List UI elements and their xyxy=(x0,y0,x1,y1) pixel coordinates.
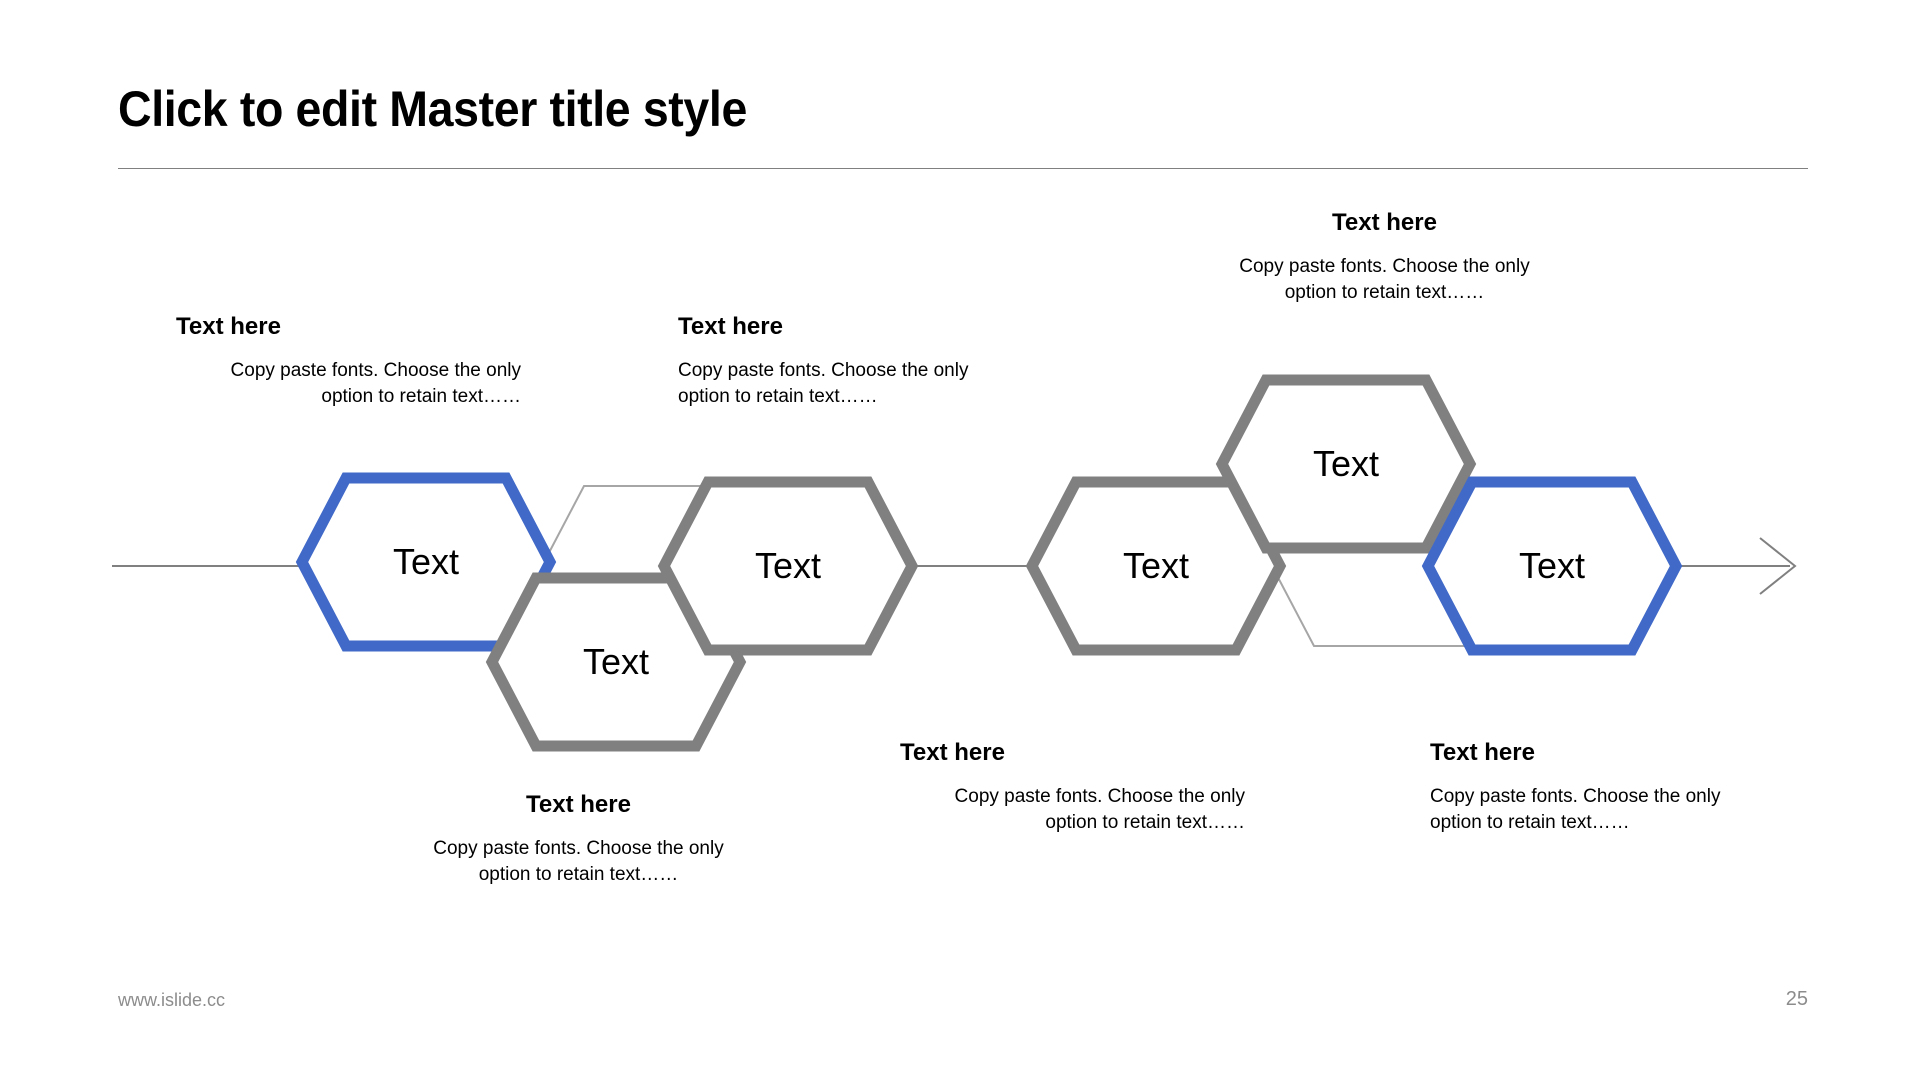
hexagon-label-2: Text xyxy=(582,641,650,682)
callout-6-body[interactable]: Copy paste fonts. Choose the only option… xyxy=(1430,786,1721,834)
title-divider xyxy=(118,168,1808,169)
callout-4-heading: Text here xyxy=(1332,209,1437,236)
callout-1-body[interactable]: Copy paste fonts. Choose the only option… xyxy=(230,360,521,408)
hexagon-label-6: Text xyxy=(1518,545,1586,586)
hexagon-label-1: Text xyxy=(392,541,460,582)
callout-3-heading: Text here xyxy=(526,791,631,818)
arrow-head-icon xyxy=(1759,537,1797,595)
callout-5-body[interactable]: Copy paste fonts. Choose the only option… xyxy=(954,786,1245,834)
page-number: 25 xyxy=(1785,988,1808,1010)
callout-2: Text here Copy paste fonts. Choose the o… xyxy=(678,312,1023,410)
callout-5: Text here Copy paste fonts. Choose the o… xyxy=(900,738,1245,836)
callout-6-heading: Text here xyxy=(1430,739,1535,766)
callout-5-heading: Text here xyxy=(900,739,1005,766)
callout-2-body[interactable]: Copy paste fonts. Choose the only option… xyxy=(678,360,969,408)
callout-3: Text here Copy paste fonts. Choose the o… xyxy=(406,790,751,888)
callout-6: Text here Copy paste fonts. Choose the o… xyxy=(1430,738,1775,836)
page-title[interactable]: Click to edit Master title style xyxy=(118,81,747,137)
title-block: Click to edit Master title style xyxy=(118,82,1818,136)
outline-hex-2 xyxy=(540,485,786,647)
callout-3-body[interactable]: Copy paste fonts. Choose the only option… xyxy=(433,838,724,886)
callout-4: Text here Copy paste fonts. Choose the o… xyxy=(1212,208,1557,306)
hexagon-label-4: Text xyxy=(1122,545,1190,586)
hexagon-label-3: Text xyxy=(754,545,822,586)
callout-4-body[interactable]: Copy paste fonts. Choose the only option… xyxy=(1239,256,1530,304)
callout-1: Text here Copy paste fonts. Choose the o… xyxy=(176,312,521,410)
hexagon-label-5: Text xyxy=(1312,443,1380,484)
footer-url[interactable]: www.islide.cc xyxy=(118,990,226,1010)
callout-2-heading: Text here xyxy=(678,313,783,340)
callout-1-heading: Text here xyxy=(176,313,281,340)
outline-hex-4 xyxy=(1270,485,1516,647)
